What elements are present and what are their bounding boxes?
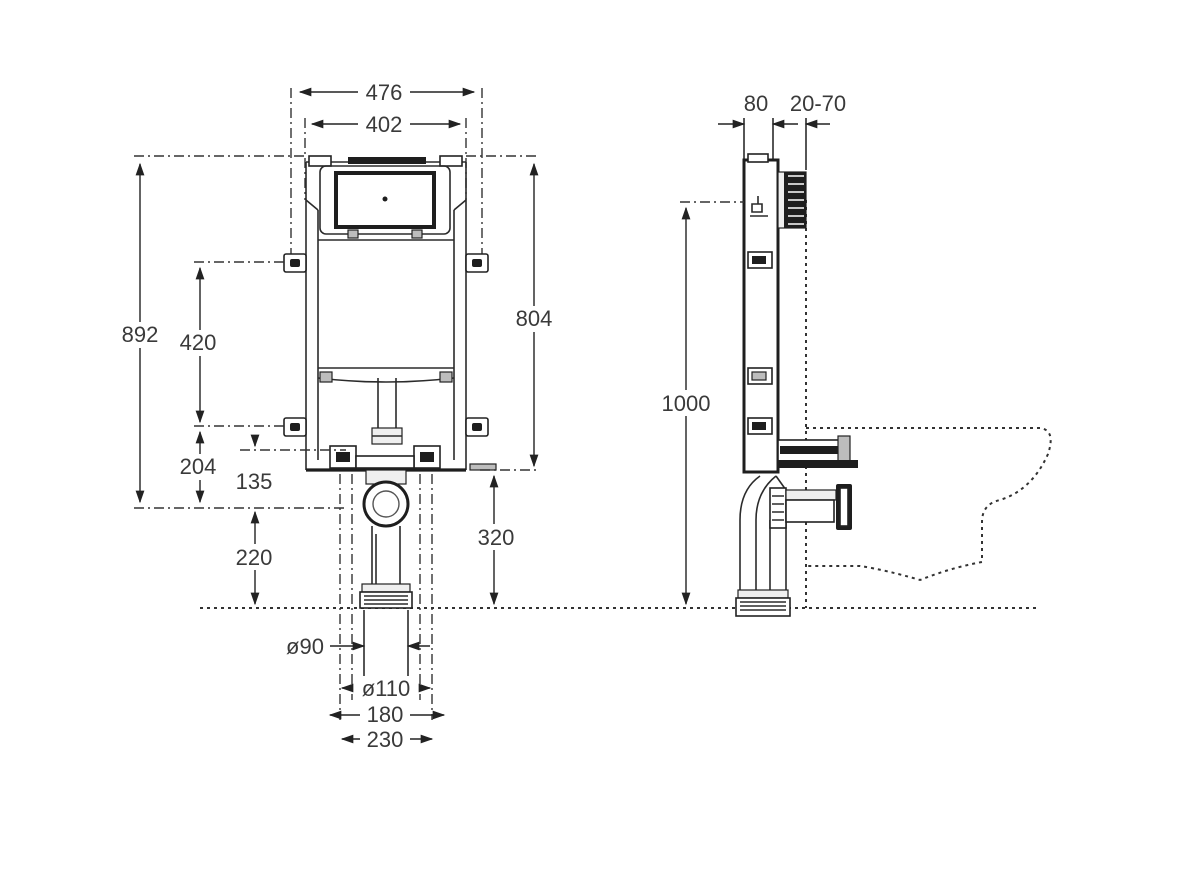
dim-height-frame: 804 [516,306,553,331]
side-drain-pipe [735,475,852,617]
dim-side-adjust: 20-70 [790,91,846,116]
dim-pipe-small: ø90 [286,634,324,659]
dim-leg-height: 320 [478,525,515,550]
frame-left-rail [305,200,319,470]
dim-pipe-spacing-outer: 230 [367,727,404,752]
frame-right-rail [453,200,467,470]
side-view: 1000 80 20-70 [654,91,1052,617]
dim-pipe-large: ø110 [362,676,411,701]
dim-outlet-offset: 220 [236,545,273,570]
flush-pipe [377,378,397,428]
cistern-housing [319,165,451,235]
dim-side-depth: 80 [744,91,768,116]
wc-bowl-outline [806,427,1052,582]
lower-brackets [283,417,489,437]
upper-brackets [283,253,489,273]
drain-pipe [359,469,413,609]
front-view: 476 402 892 804 420 204 135 220 320 ø90 … [116,80,558,752]
dim-width-outer: 476 [366,80,403,105]
dim-side-height: 1000 [662,391,711,416]
dim-outlet-height: 135 [236,469,273,494]
dim-height-total: 892 [122,322,159,347]
dim-bracket-low: 204 [180,454,217,479]
dim-pipe-spacing-inner: 180 [367,702,404,727]
dim-width-inner: 402 [366,112,403,137]
dim-bracket-spacing: 420 [180,330,217,355]
